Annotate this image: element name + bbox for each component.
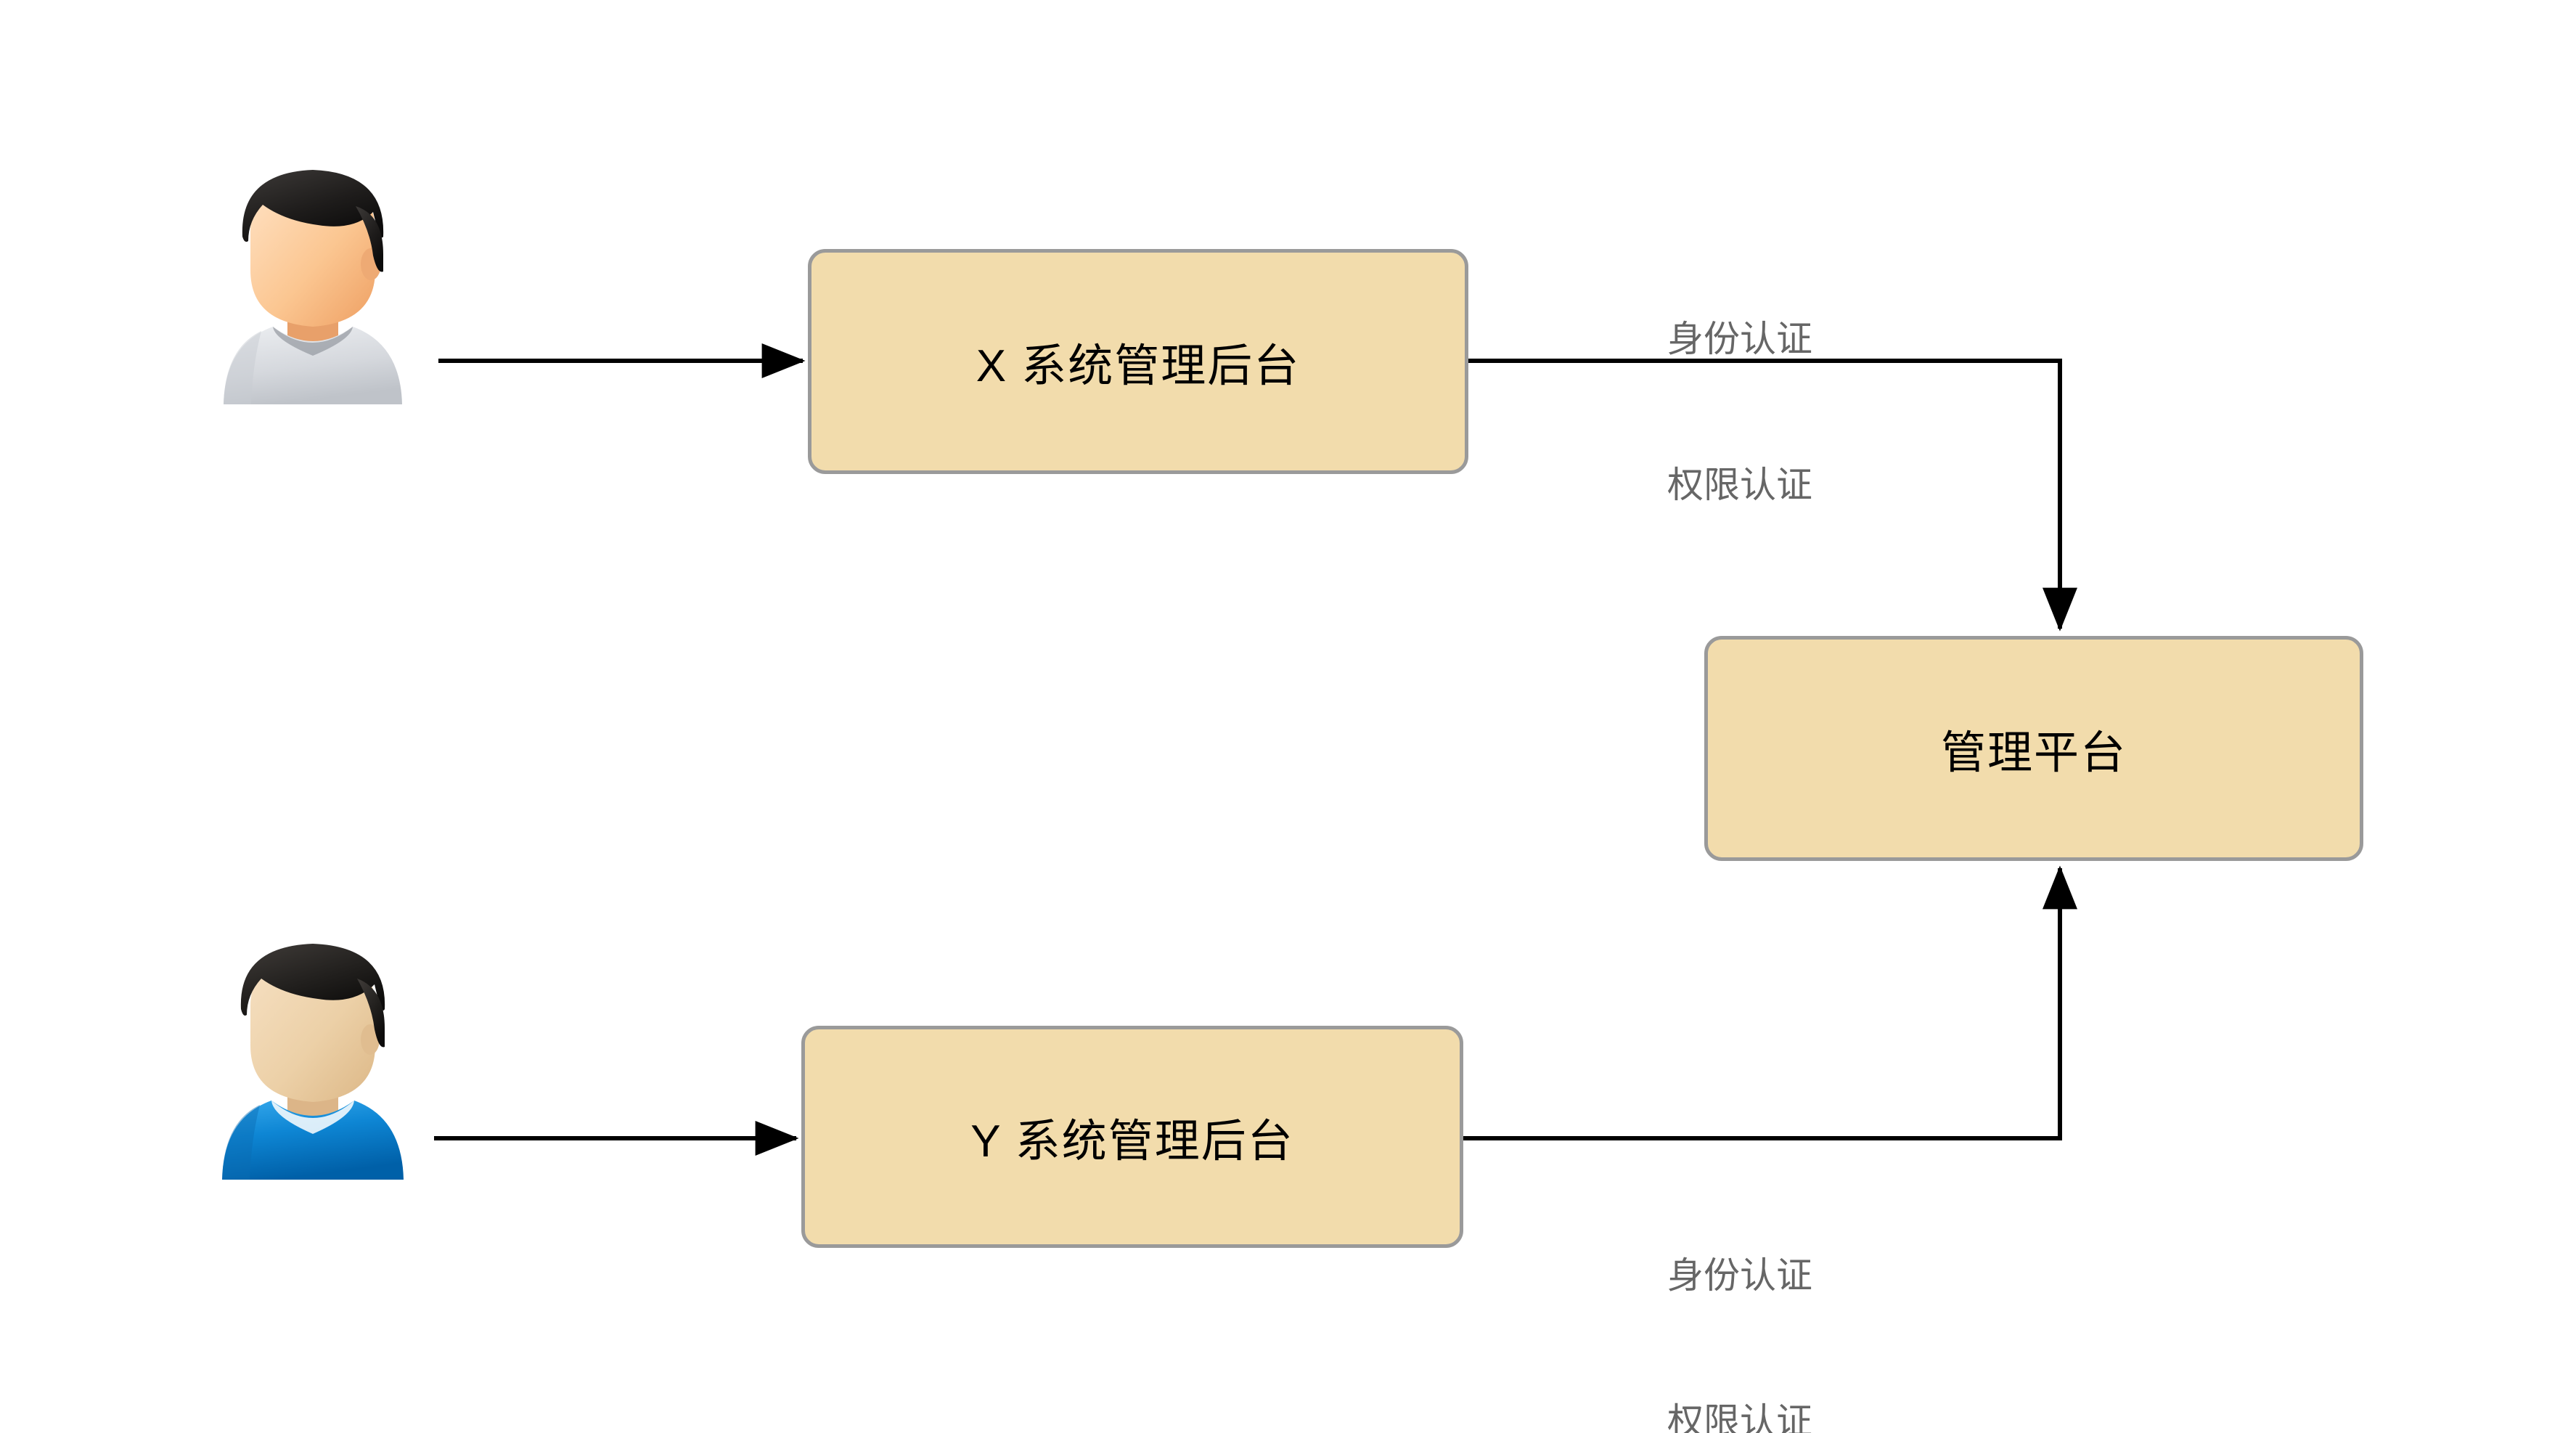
node-label-management-platform: 管理平台 [1940,728,2127,778]
node-management-platform[interactable]: 管理平台 [1704,636,2363,861]
edge-label-bottom-line1: 身份认证 [1667,1255,1812,1296]
edge-label-top-auth: 身份认证 权限认证 [1667,218,1812,607]
edge-label-bottom-line2: 权限认证 [1667,1401,1812,1433]
node-label-y-system: Y 系统管理后台 [970,1116,1294,1167]
edge-label-top-line1: 身份认证 [1667,319,1812,359]
user-avatar-blue-shirt-icon [209,936,416,1180]
node-x-system-admin-backend[interactable]: X 系统管理后台 [808,249,1468,474]
user-avatar-gray-shirt-icon [209,161,416,404]
edge-label-top-line2: 权限认证 [1667,465,1812,505]
edge-label-bottom-auth: 身份认证 权限认证 [1667,1154,1812,1433]
edge-y-system-to-platform [1463,865,2077,1140]
node-y-system-admin-backend[interactable]: Y 系统管理后台 [801,1026,1463,1248]
node-label-x-system: X 系统管理后台 [976,341,1301,391]
